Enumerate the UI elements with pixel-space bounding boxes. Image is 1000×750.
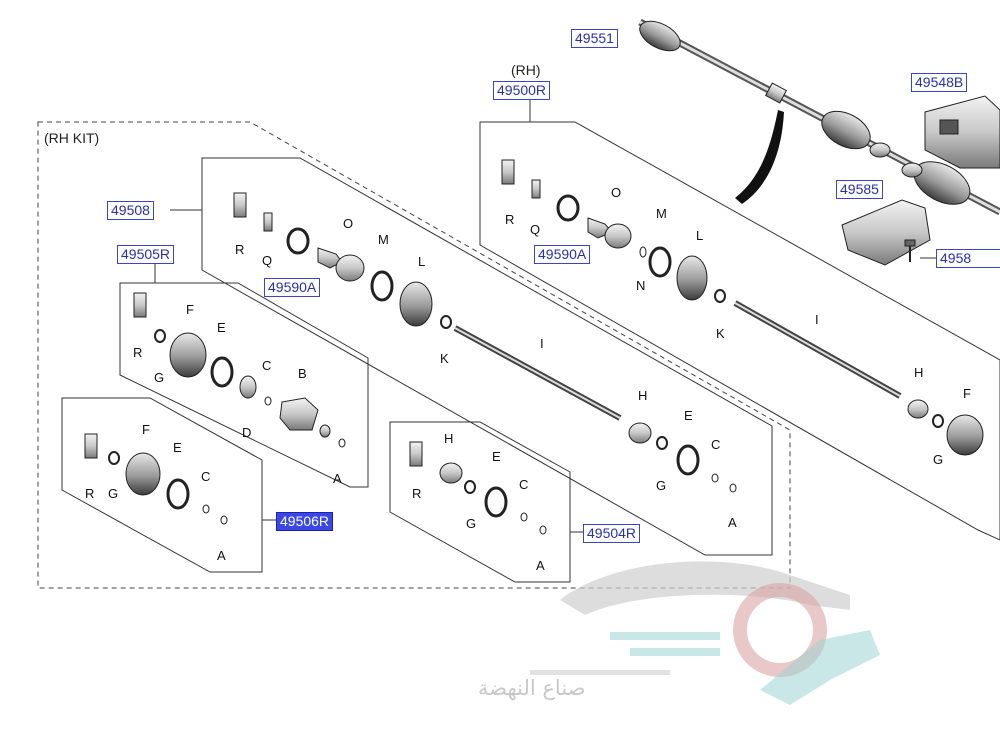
label-K: K [440,351,449,366]
label-N: N [636,278,645,293]
rh-caption: (RH) [511,62,541,78]
label-G: G [154,370,164,385]
panel-49508-parts[interactable] [233,192,737,493]
label-E: E [217,320,226,335]
rh-driveshaft-assembly[interactable] [635,15,1000,216]
watermark-gear-icon [760,630,880,705]
panel-49506R-parts[interactable] [84,433,228,525]
partno-4958x[interactable]: 4958 [936,249,1000,268]
label-F: F [963,386,971,401]
label-R: R [235,242,244,257]
label-A: A [536,558,545,573]
partno-49506R[interactable]: 49506R [276,512,334,531]
label-A: A [728,515,737,530]
panel-49504R [389,421,571,583]
panel-49508 [201,157,773,556]
label-C: C [201,469,210,484]
label-B: B [298,366,307,381]
label-G: G [656,478,666,493]
label-M: M [656,206,667,221]
label-F: F [142,422,150,437]
label-C: C [519,477,528,492]
bracket-49548B[interactable] [924,95,1000,169]
label-O: O [611,185,621,200]
pointer-arrow [735,110,784,204]
label-F: F [186,302,194,317]
label-Q: Q [530,222,540,237]
rh-kit-outline [37,121,791,589]
rh-kit-caption: (RH KIT) [44,130,100,146]
label-C: C [711,437,720,452]
panel-49505R-parts[interactable] [133,292,346,448]
label-H: H [914,365,923,380]
partno-49504R[interactable]: 49504R [583,524,641,543]
label-G: G [933,452,943,467]
label-E: E [173,440,182,455]
rh-panel-parts[interactable] [501,159,984,456]
label-H: H [638,388,647,403]
component-letter-labels: R Q O M N L K I H G F R Q O M L K I H G … [85,185,971,573]
watermark-wheel-icon [733,583,827,677]
panel-49506R [61,397,263,573]
panel-49504R-parts[interactable] [409,441,547,535]
label-Q: Q [262,253,272,268]
label-D: D [242,425,251,440]
partno-49551[interactable]: 49551 [571,29,618,48]
label-R: R [133,345,142,360]
partno-49585[interactable]: 49585 [836,180,883,199]
label-M: M [378,232,389,247]
partno-49548B[interactable]: 49548B [911,73,968,92]
partno-49590A-rh[interactable]: 49590A [534,245,591,264]
label-I: I [540,336,544,351]
label-H: H [444,431,453,446]
partno-49500R[interactable]: 49500R [493,81,551,100]
panel-49505R [119,282,369,488]
label-E: E [684,408,693,423]
bolt-4958x[interactable] [904,239,916,262]
partno-49508[interactable]: 49508 [107,201,154,220]
label-R: R [505,212,514,227]
rh-assembly-panel [479,121,1000,541]
bracket-49585[interactable] [841,199,931,266]
label-I: I [815,312,819,327]
watermark-car-icon [560,561,850,615]
watermark-logo [530,561,880,705]
label-R: R [412,486,421,501]
label-G: G [466,516,476,531]
partno-49505R[interactable]: 49505R [117,245,175,264]
label-A: A [333,471,342,486]
label-C: C [262,358,271,373]
label-G: G [108,486,118,501]
watermark-text: صناع النهضة [478,676,586,700]
label-E: E [492,449,501,464]
label-L: L [696,228,703,243]
partno-49590A-kit[interactable]: 49590A [264,278,321,297]
label-L: L [418,254,425,269]
label-K: K [716,326,725,341]
label-A: A [217,548,226,563]
label-O: O [343,216,353,231]
label-R: R [85,486,94,501]
